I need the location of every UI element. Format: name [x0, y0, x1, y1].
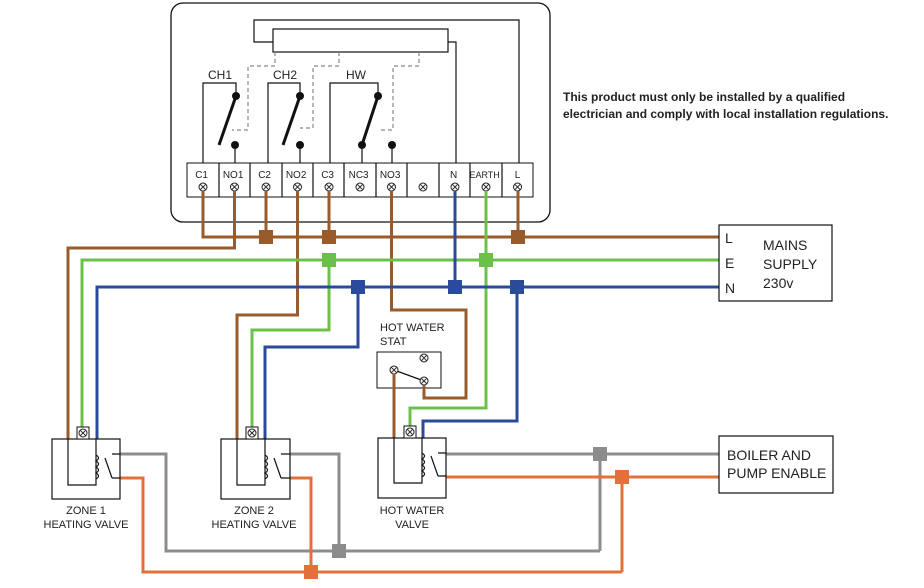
mains-title-3: 230v: [763, 275, 793, 291]
hw-valve-label-2: VALVE: [395, 519, 429, 531]
relay-label-ch1: CH1: [208, 68, 232, 82]
neutral-wires: [95, 191, 725, 440]
zone2-heating-valve: ZONE 2 HEATING VALVE: [212, 426, 297, 531]
stat-label-2: STAT: [380, 336, 407, 348]
zone2-label-1: ZONE 2: [234, 505, 274, 517]
relay-label-hw: HW: [346, 68, 367, 82]
hw-valve-label-1: HOT WATER: [380, 505, 445, 517]
relay-label-ch2: CH2: [273, 68, 297, 82]
mains-title-2: SUPPLY: [763, 256, 818, 272]
zone1-label-1: ZONE 1: [66, 505, 106, 517]
zone2-label-2: HEATING VALVE: [212, 519, 297, 531]
boiler-label-2: PUMP ENABLE: [727, 465, 826, 481]
terminal-no1: NO1: [223, 170, 244, 181]
switched-orange-wires: [120, 470, 719, 579]
mains-e: E: [725, 255, 734, 271]
safety-notice-line2: electrician and comply with local instal…: [563, 107, 888, 121]
terminal-strip: C1 NO1 C2 NO2 C3 NC3 NO3 N EARTH L: [186, 162, 534, 198]
mains-supply-box: L E N MAINS SUPPLY 230v: [718, 224, 833, 302]
terminal-c3: C3: [321, 170, 334, 181]
mains-title-1: MAINS: [763, 237, 807, 253]
safety-notice-line1: This product must only be installed by a…: [563, 90, 845, 104]
hot-water-valve: HOT WATER VALVE: [377, 425, 447, 531]
mains-n: N: [725, 280, 735, 296]
live-wires: [66, 191, 725, 440]
terminal-no3: NO3: [380, 170, 401, 181]
zone1-heating-valve: ZONE 1 HEATING VALVE: [44, 426, 129, 531]
terminal-c1: C1: [195, 170, 208, 181]
svg-text:C1 NO1 C2: C1 NO1 C2 NO2 C3 NC3 NO3 N EARTH L: [195, 170, 521, 181]
terminal-l: L: [515, 170, 521, 181]
terminal-no2: NO2: [286, 170, 307, 181]
boiler-label-1: BOILER AND: [727, 447, 811, 463]
mains-l: L: [725, 230, 733, 246]
hot-water-stat: HOT WATER STAT: [376, 322, 445, 390]
terminal-n: N: [450, 170, 457, 181]
zone1-label-2: HEATING VALVE: [44, 519, 129, 531]
terminal-c2: C2: [258, 170, 271, 181]
stat-label-1: HOT WATER: [380, 322, 445, 334]
terminal-earth: EARTH: [469, 170, 499, 180]
switched-grey-wires: [120, 447, 719, 558]
earth-wires: [80, 191, 725, 428]
boiler-pump-box: BOILER AND PUMP ENABLE: [718, 435, 834, 494]
controller-unit: CH1 CH2 HW C1 NO1 C2 NO2 C3 NC3 NO3: [170, 2, 551, 223]
terminal-nc3: NC3: [349, 170, 369, 181]
